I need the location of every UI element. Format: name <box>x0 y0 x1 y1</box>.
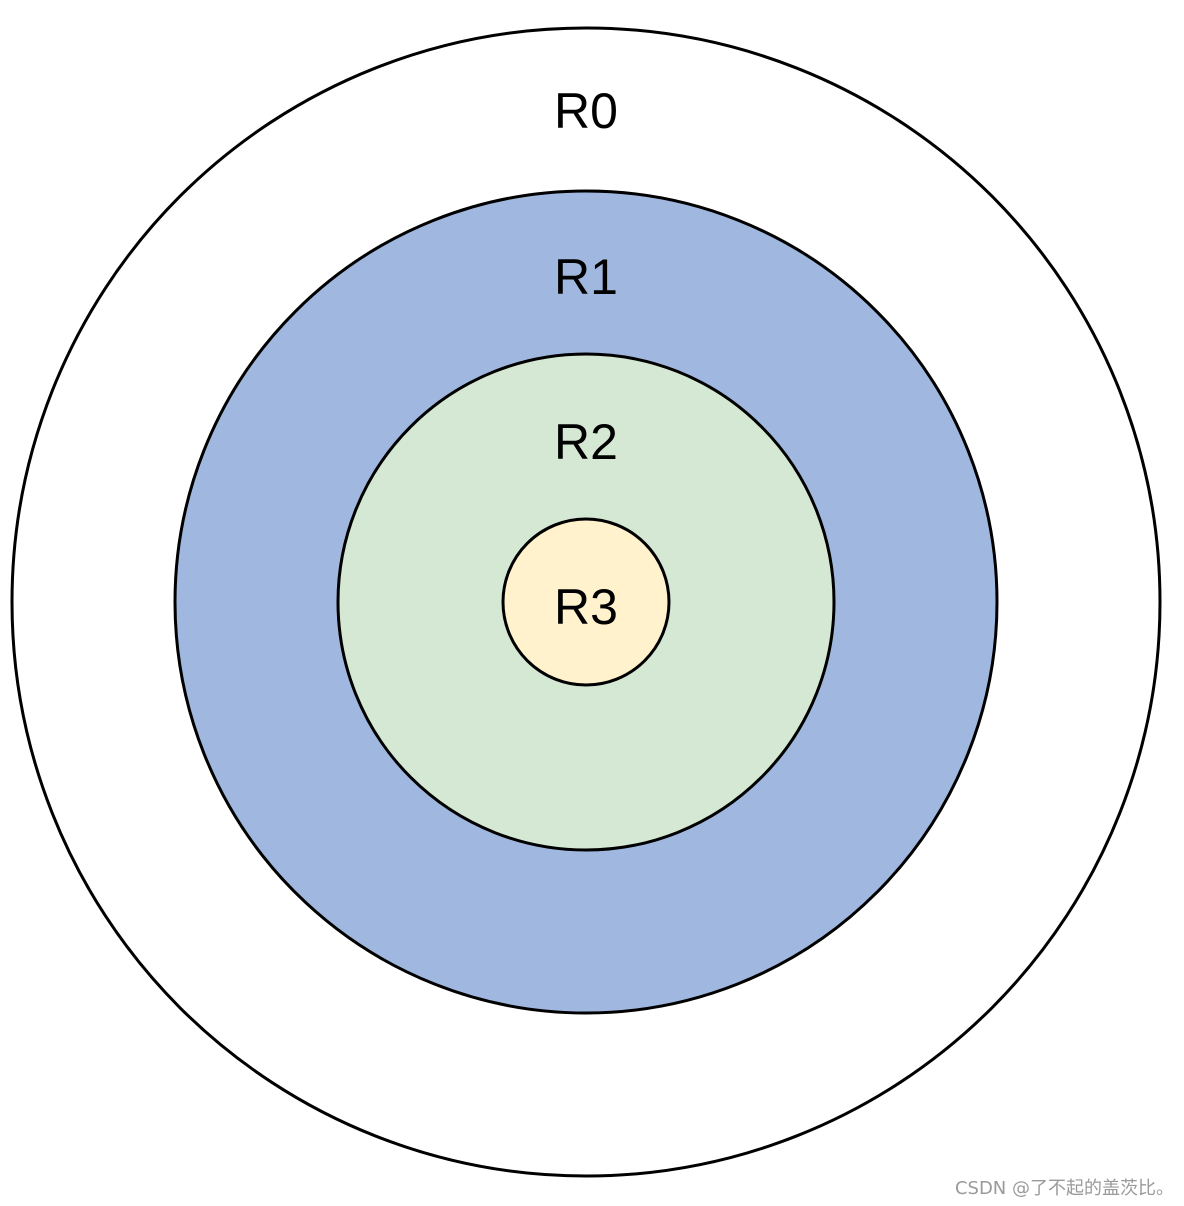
ring-r1-label: R1 <box>554 249 618 305</box>
ring-r3 <box>501 517 671 687</box>
ring-r0-label: R0 <box>554 83 618 139</box>
ring-r2-label: R2 <box>554 414 618 470</box>
ring-r3-label: R3 <box>554 579 618 635</box>
watermark: CSDN @了不起的盖茨比。 <box>954 1178 1174 1199</box>
